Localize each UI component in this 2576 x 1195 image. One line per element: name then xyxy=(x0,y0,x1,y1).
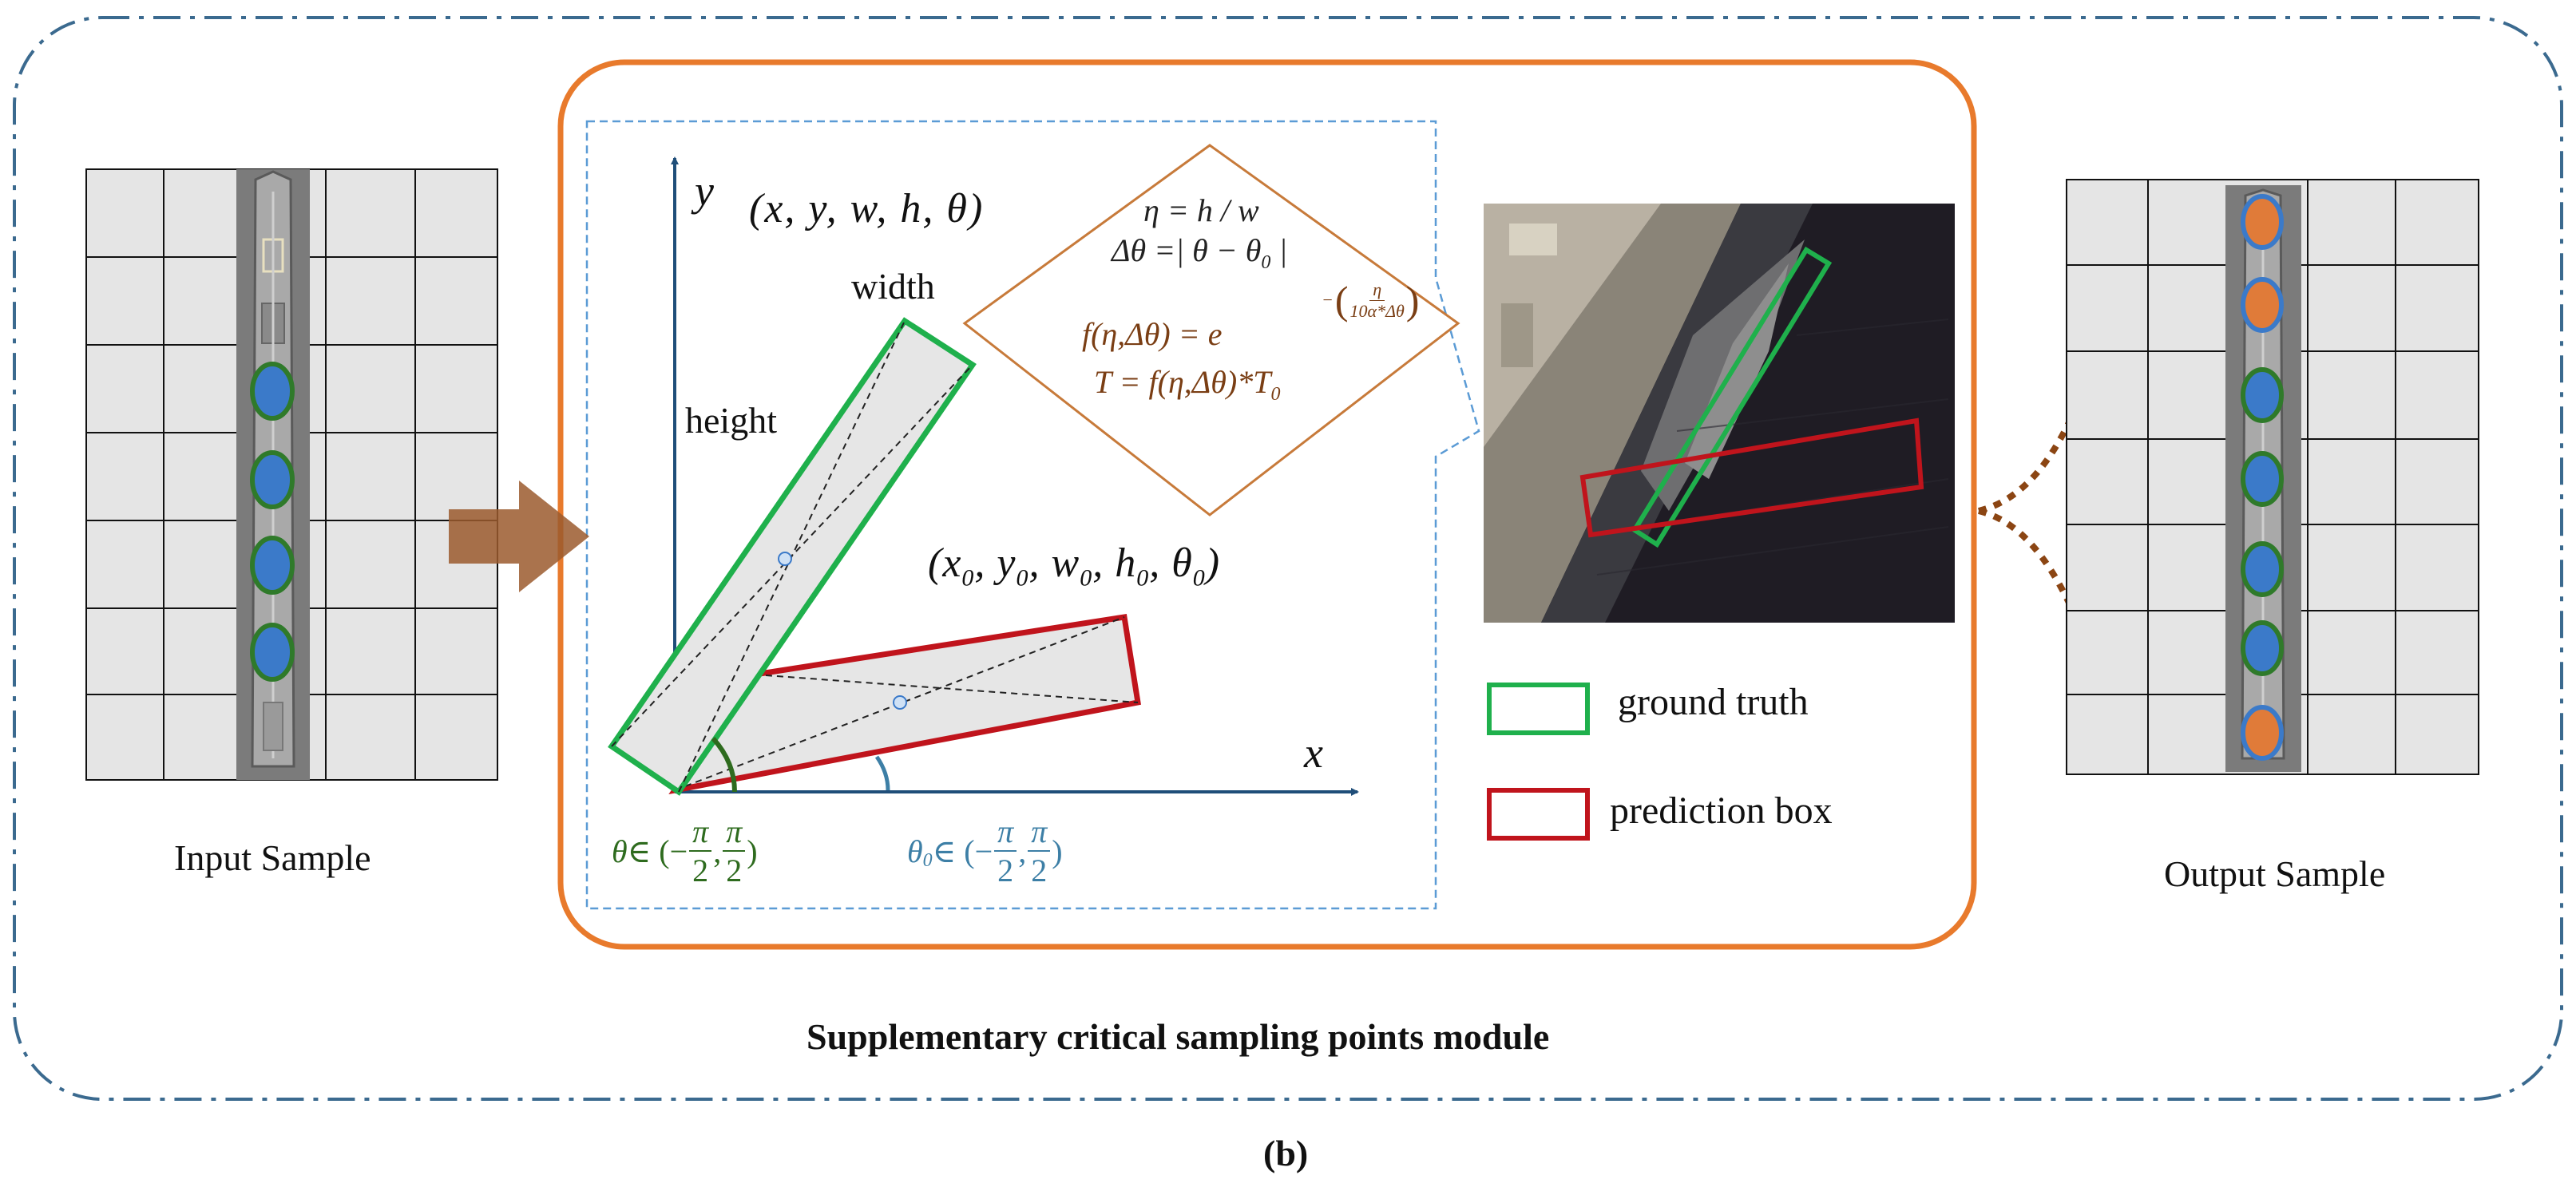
theta-sym: θ xyxy=(612,833,628,869)
theta0-comma: , xyxy=(1018,833,1027,869)
output-added-points xyxy=(2241,194,2284,761)
theta-close: ) xyxy=(747,833,758,869)
pred-theta-sub: 0 xyxy=(1192,564,1206,592)
theta0-sub: 0 xyxy=(922,850,933,871)
theta-in: ∈ (− xyxy=(627,833,688,869)
theta0-frac1: π 2 xyxy=(994,813,1017,889)
pred-w: w xyxy=(1051,540,1080,586)
formula-delta-end: | xyxy=(1270,232,1288,268)
theta0-den2: 2 xyxy=(1031,853,1048,888)
formula-f: f(η,Δθ) = e − ( η 10α*Δθ ) xyxy=(1082,278,1419,353)
formula-delta-sub: 0 xyxy=(1261,252,1271,273)
aerial-image xyxy=(1484,204,1955,623)
theta-num2: π xyxy=(723,813,746,852)
theta-den1: 2 xyxy=(692,853,709,888)
panel-label: (b) xyxy=(1263,1133,1309,1173)
output-sampling-points xyxy=(2241,367,2284,676)
pred-open: ( xyxy=(928,540,943,586)
theta-range: θ ∈ (− π 2 , π 2 ) xyxy=(612,813,758,889)
legend-ground-truth-label: ground truth xyxy=(1618,681,1809,723)
pred-y-sub: 0 xyxy=(1016,564,1029,592)
formula-f-exp-paren-open: ( xyxy=(1334,278,1349,322)
input-sample-label: Input Sample xyxy=(174,837,371,878)
legend-prediction-swatch xyxy=(1487,788,1590,841)
formula-f-exp-paren-close: ) xyxy=(1405,278,1420,322)
formula-f-exp-den: 10α*Δθ xyxy=(1349,300,1405,321)
gt-params: (x, y, w, h, θ) xyxy=(749,186,985,231)
formula-t-main: T = f(η,Δθ)*T xyxy=(1094,364,1271,400)
theta-frac2: π 2 xyxy=(723,813,746,889)
formula-delta-main: Δθ =| θ − θ xyxy=(1112,232,1262,268)
theta0-den1: 2 xyxy=(997,853,1014,888)
theta0-num2: π xyxy=(1028,813,1051,852)
pred-y: y xyxy=(997,540,1017,586)
width-label: width xyxy=(851,266,935,307)
pred-w-sub: 0 xyxy=(1080,564,1093,592)
pred-h-sub: 0 xyxy=(1136,564,1150,592)
formula-delta: Δθ =| θ − θ0 | xyxy=(1112,231,1287,274)
ground-truth-box-diagram xyxy=(608,317,977,796)
outer-frame xyxy=(13,16,2563,1101)
formula-f-exp-num: η xyxy=(1369,279,1385,301)
theta-arc xyxy=(711,736,737,793)
x-axis-label: x xyxy=(1304,729,1323,777)
image-ground-truth-box xyxy=(1631,246,1833,548)
pred-h: h xyxy=(1115,540,1137,586)
height-label: height xyxy=(685,400,777,441)
formula-eta: η = h / w xyxy=(1143,192,1259,228)
geometry-callout xyxy=(585,120,1480,910)
theta-comma: , xyxy=(713,833,722,869)
theta-den2: 2 xyxy=(726,853,743,888)
y-axis-label: y xyxy=(695,167,714,215)
formula-t-sub: 0 xyxy=(1270,384,1281,405)
theta-num1: π xyxy=(689,813,712,852)
formula-t: T = f(η,Δθ)*T0 xyxy=(1094,363,1280,406)
theta0-close: ) xyxy=(1052,833,1063,869)
pred-params: (x0, y0, w0, h0, θ0) xyxy=(928,540,1221,592)
legend-ground-truth-swatch xyxy=(1487,683,1590,735)
formula-f-left: f(η,Δθ) = e xyxy=(1082,316,1223,352)
theta0-sym: θ xyxy=(907,833,923,869)
input-sample-grid xyxy=(85,168,498,781)
pred-x-sub: 0 xyxy=(961,564,975,592)
legend-prediction-label: prediction box xyxy=(1610,789,1833,832)
output-sample-grid xyxy=(2066,179,2479,775)
big-right-arrow-icon xyxy=(449,481,589,592)
formula-f-exp-frac: η 10α*Δθ xyxy=(1350,279,1405,322)
formula-f-exponent: − ( η 10α*Δθ ) xyxy=(1322,277,1421,323)
pred-theta: θ xyxy=(1171,540,1193,586)
formula-f-exp-sign: − xyxy=(1322,290,1334,310)
pred-close: ) xyxy=(1205,540,1221,586)
image-prediction-box xyxy=(1579,417,1924,538)
theta0-num1: π xyxy=(994,813,1017,852)
theta0-frac2: π 2 xyxy=(1028,813,1051,889)
pred-x: x xyxy=(942,540,962,586)
theta0-arc xyxy=(874,755,890,791)
module-title: Supplementary critical sampling points m… xyxy=(806,1016,1550,1057)
formula-diamond xyxy=(962,144,1460,516)
theta0-in: ∈ (− xyxy=(932,833,993,869)
input-sampling-points xyxy=(250,362,295,682)
theta-frac1: π 2 xyxy=(689,813,712,889)
output-sample-label: Output Sample xyxy=(2164,853,2386,894)
